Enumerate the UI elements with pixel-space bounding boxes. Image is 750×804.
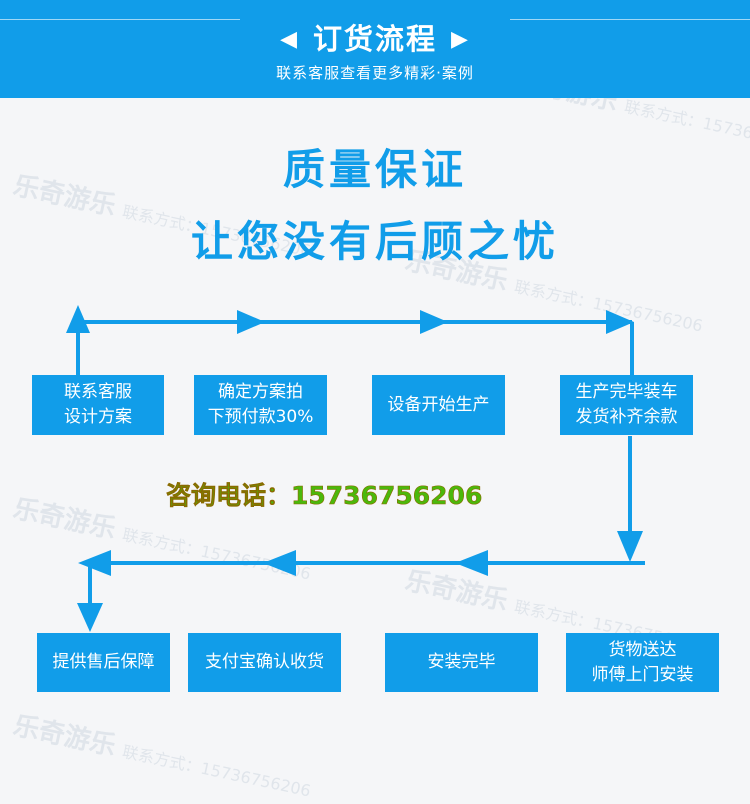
arrow-left-icon [263,550,296,576]
step-delivery-install: 货物送达 师傅上门安装 [566,633,719,692]
consult-phone: 咨询电话：15736756206 [166,481,483,511]
header-divider [510,19,750,20]
triangle-left-icon: ◀ [280,27,299,52]
step-confirm-receipt: 支付宝确认收货 [188,633,341,692]
step-install-complete: 安装完毕 [385,633,538,692]
header-title-text: 订货流程 [312,22,437,56]
triangle-right-icon: ▶ [451,27,470,52]
arrow-down-icon [617,531,643,562]
arrow-down-icon [77,603,103,632]
step-production: 设备开始生产 [372,375,505,435]
arrow-left-icon [455,550,488,576]
step-shipping: 生产完毕装车 发货补齐余款 [560,375,693,435]
header-divider [0,19,240,20]
step-after-sales: 提供售后保障 [37,633,170,692]
arrow-right-icon [237,310,265,334]
flow-arrows [66,305,645,632]
header-banner: ◀ 订货流程 ▶ 联系客服查看更多精彩·案例 [0,0,750,98]
headline-quality: 质量保证 [282,145,467,194]
step-contact-service: 联系客服 设计方案 [32,375,164,435]
arrow-left-icon [78,550,111,576]
arrow-up-icon [66,305,90,333]
header-title: ◀ 订货流程 ▶ [0,16,750,58]
headline-no-worries: 让您没有后顾之忧 [190,217,559,266]
step-confirm-plan: 确定方案拍 下预付款30% [194,375,327,435]
header-subtitle: 联系客服查看更多精彩·案例 [276,64,474,82]
arrow-right-icon [606,310,634,334]
arrow-right-icon [420,310,448,334]
